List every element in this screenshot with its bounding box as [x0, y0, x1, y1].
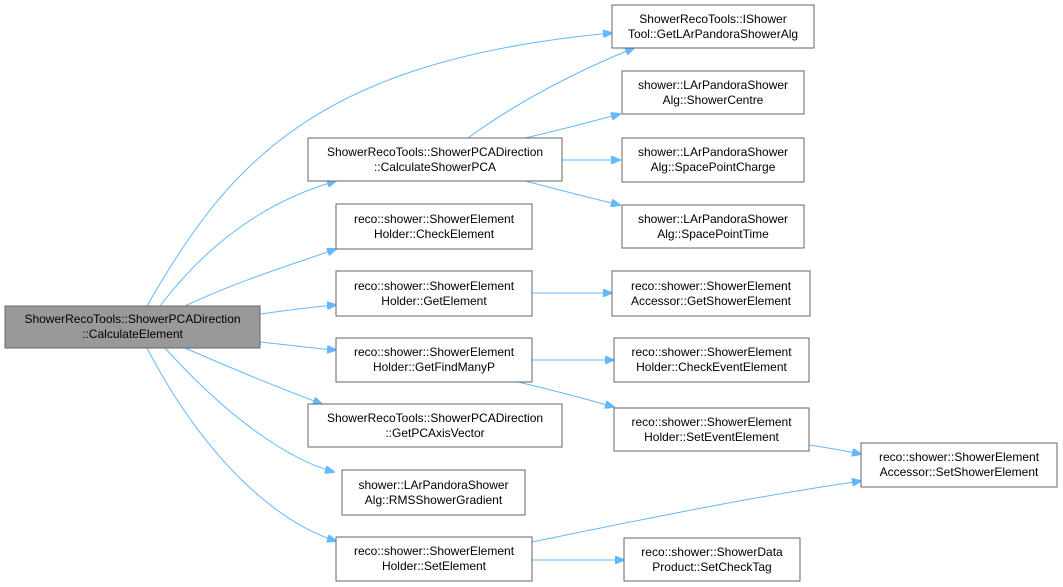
edge-pca-ishower	[467, 48, 634, 139]
node-findmany-line1: reco::shower::ShowerElement	[354, 345, 515, 359]
node-check-event-element[interactable]: reco::shower::ShowerElement Holder::Chec…	[613, 337, 810, 383]
node-getshower-line2: Accessor::GetShowerElement	[631, 294, 792, 308]
node-checkevent-line1: reco::shower::ShowerElement	[631, 345, 792, 359]
edge-root-get	[259, 305, 336, 315]
edge-root-rms	[164, 347, 334, 472]
node-get-line1: reco::shower::ShowerElement	[354, 279, 515, 293]
node-get-find-many-p[interactable]: reco::shower::ShowerElement Holder::GetF…	[335, 337, 533, 383]
node-checkevent-line2: Holder::CheckEventElement	[636, 360, 787, 374]
edge-root-findmany	[259, 341, 336, 350]
node-checktag-line2: Product::SetCheckTag	[652, 560, 771, 574]
node-shower-centre[interactable]: shower::LArPandoraShower Alg::ShowerCent…	[621, 70, 805, 115]
node-ishower-line1: ShowerRecoTools::IShower	[639, 12, 786, 26]
edge-setevent-setshower	[808, 444, 861, 454]
edge-root-set	[146, 347, 336, 541]
node-getshower-line1: reco::shower::ShowerElement	[631, 279, 792, 293]
node-centre-line1: shower::LArPandoraShower	[638, 78, 788, 92]
edge-pca-centre	[524, 114, 620, 139]
node-setevent-line1: reco::shower::ShowerElement	[631, 415, 792, 429]
edge-root-pca	[159, 181, 336, 307]
node-axis-line2: ::GetPCAxisVector	[385, 426, 484, 440]
node-findmany-line2: Holder::GetFindManyP	[373, 360, 495, 374]
node-centre-line2: Alg::ShowerCentre	[663, 93, 764, 107]
node-sptime-line2: Alg::SpacePointTime	[657, 227, 769, 241]
node-ishower-line2: Tool::GetLArPandoraShowerAlg	[628, 27, 798, 41]
node-setshower-line1: reco::shower::ShowerElement	[879, 450, 1040, 464]
node-get-element[interactable]: reco::shower::ShowerElement Holder::GetE…	[335, 270, 533, 317]
node-get-line2: Holder::GetElement	[381, 294, 487, 308]
node-root[interactable]: ShowerRecoTools::ShowerPCADirection ::Ca…	[4, 305, 261, 349]
node-check-line2: Holder::CheckElement	[374, 227, 495, 241]
node-rms-line1: shower::LArPandoraShower	[358, 478, 508, 492]
node-get-pc-axis-vector[interactable]: ShowerRecoTools::ShowerPCADirection ::Ge…	[307, 403, 563, 448]
node-setevent-line2: Holder::SetEventElement	[644, 430, 779, 444]
node-root-line2: ::CalculateElement	[82, 327, 183, 341]
node-check-element[interactable]: reco::shower::ShowerElement Holder::Chec…	[335, 203, 533, 250]
node-calculate-shower-pca[interactable]: ShowerRecoTools::ShowerPCADirection ::Ca…	[307, 137, 563, 182]
edge-findmany-setevent	[517, 381, 614, 407]
node-set-line2: Holder::SetElement	[382, 559, 487, 573]
edges	[146, 33, 861, 560]
node-pca-line2: ::CalculateShowerPCA	[374, 160, 496, 174]
node-get-lar-pandora-shower-alg[interactable]: ShowerRecoTools::IShower Tool::GetLArPan…	[611, 4, 815, 49]
node-spcharge-line1: shower::LArPandoraShower	[638, 145, 788, 159]
node-space-point-charge[interactable]: shower::LArPandoraShower Alg::SpacePoint…	[621, 137, 805, 183]
node-root-line1: ShowerRecoTools::ShowerPCADirection	[24, 312, 240, 326]
node-space-point-time[interactable]: shower::LArPandoraShower Alg::SpacePoint…	[621, 204, 805, 249]
node-get-shower-element[interactable]: reco::shower::ShowerElement Accessor::Ge…	[611, 270, 811, 317]
edge-pca-sptime	[524, 180, 620, 205]
node-check-line1: reco::shower::ShowerElement	[354, 212, 515, 226]
node-setshower-line2: Accessor::SetShowerElement	[880, 465, 1039, 479]
node-set-check-tag[interactable]: reco::shower::ShowerData Product::SetChe…	[623, 537, 801, 582]
edge-root-check	[184, 249, 336, 307]
node-rms-shower-gradient[interactable]: shower::LArPandoraShower Alg::RMSShowerG…	[341, 469, 526, 516]
node-pca-line1: ShowerRecoTools::ShowerPCADirection	[327, 145, 543, 159]
node-set-shower-element[interactable]: reco::shower::ShowerElement Accessor::Se…	[860, 442, 1058, 488]
node-axis-line1: ShowerRecoTools::ShowerPCADirection	[327, 411, 543, 425]
node-spcharge-line2: Alg::SpacePointCharge	[651, 160, 776, 174]
node-set-element[interactable]: reco::shower::ShowerElement Holder::SetE…	[335, 536, 533, 582]
edge-root-ishower	[146, 33, 612, 307]
node-set-event-element[interactable]: reco::shower::ShowerElement Holder::SetE…	[613, 407, 810, 452]
node-checktag-line1: reco::shower::ShowerData	[641, 545, 783, 559]
node-sptime-line1: shower::LArPandoraShower	[638, 212, 788, 226]
node-set-line1: reco::shower::ShowerElement	[354, 544, 515, 558]
edge-root-axis	[184, 347, 322, 404]
edge-set-setshower	[531, 481, 861, 543]
node-rms-line2: Alg::RMSShowerGradient	[365, 493, 503, 507]
